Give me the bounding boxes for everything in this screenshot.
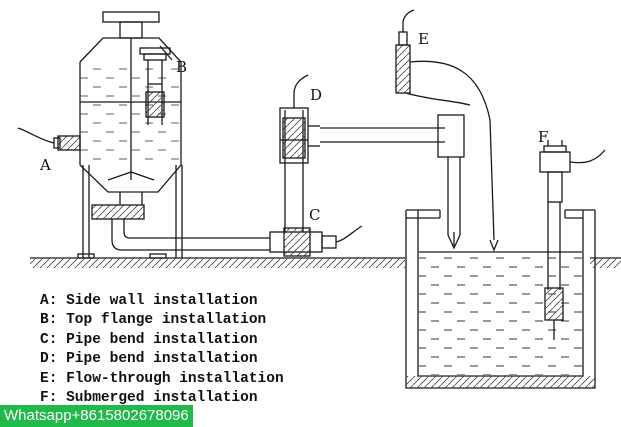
- legend-item-e: E: Flow-through installation: [40, 370, 284, 387]
- sensor-d-pipe-bend: [279, 74, 320, 232]
- sensor-f-submerged: [539, 140, 606, 340]
- legend-item-c: C: Pipe bend installation: [40, 331, 258, 348]
- label-a: A: [39, 156, 51, 174]
- legend-item-d: D: Pipe bend installation: [40, 351, 258, 368]
- outlet-pipe: [111, 219, 270, 251]
- sensor-b-top-flange: [139, 47, 171, 125]
- label-d: D: [310, 86, 322, 104]
- vessel: [77, 11, 183, 259]
- legend-item-a: A: Side wall installation: [40, 293, 258, 309]
- tank: [405, 209, 596, 389]
- label-b: B: [176, 58, 187, 76]
- label-c: C: [309, 206, 320, 224]
- legend-item-f: F: Submerged installation: [40, 390, 258, 407]
- label-e: E: [418, 30, 429, 48]
- flow-pipe: [320, 114, 465, 250]
- legend: A: Side wall installation B: Top flange …: [40, 292, 284, 408]
- legend-item-b: B: Top flange installation: [40, 312, 267, 329]
- sensor-c-pipe-bend: [269, 225, 363, 257]
- whatsapp-contact-banner[interactable]: Whatsapp+8615802678096: [0, 405, 193, 427]
- label-f: F: [538, 128, 548, 146]
- callout-b: [159, 45, 173, 61]
- sensor-e-flow-through: [395, 9, 499, 252]
- sensor-a-side-wall: [17, 127, 81, 151]
